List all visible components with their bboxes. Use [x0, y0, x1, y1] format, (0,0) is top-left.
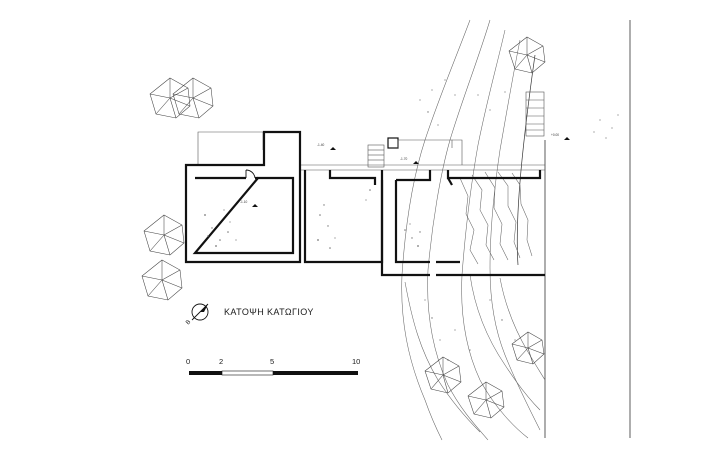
- tree-symbol: [143, 214, 185, 256]
- svg-text:-1.70: -1.70: [400, 157, 407, 161]
- trees-right: [424, 36, 546, 419]
- scale-tick-2: 2: [219, 357, 223, 366]
- building-walls: [184, 130, 545, 277]
- svg-text:+0.00: +0.00: [551, 133, 559, 137]
- scale-tick-10: 10: [352, 357, 360, 366]
- level-marker-room-left: -1.10: [240, 200, 258, 207]
- tree-symbol: [508, 36, 546, 74]
- svg-text:-1.40: -1.40: [317, 143, 324, 147]
- tree-symbol: [141, 259, 183, 301]
- drawing-title: ΚΑΤΟΨΗ ΚΑΤΩΓΙΟΥ: [224, 307, 314, 317]
- tree-symbol: [424, 356, 462, 394]
- stipple-texture: [204, 79, 619, 361]
- tree-symbol: [511, 331, 545, 365]
- level-marker-entry-right: -1.70: [400, 157, 419, 164]
- column-box: [387, 137, 399, 149]
- level-marker-terrace: -1.40: [317, 143, 336, 150]
- svg-text:-1.10: -1.10: [240, 200, 247, 204]
- terrain-contours: [401, 19, 546, 441]
- level-marker-east: +0.00: [551, 133, 570, 140]
- tree-symbol: [149, 77, 191, 119]
- scale-tick-0: 0: [186, 357, 190, 366]
- tree-symbol: [467, 381, 505, 419]
- tree-symbol: [172, 77, 214, 119]
- exterior-stair: [525, 91, 545, 137]
- trees-left: [141, 77, 214, 301]
- scale-tick-5: 5: [270, 357, 274, 366]
- scale-bar: 0 2 5 10: [186, 357, 360, 376]
- north-label: Β: [185, 319, 192, 326]
- north-arrow: Β: [185, 303, 209, 326]
